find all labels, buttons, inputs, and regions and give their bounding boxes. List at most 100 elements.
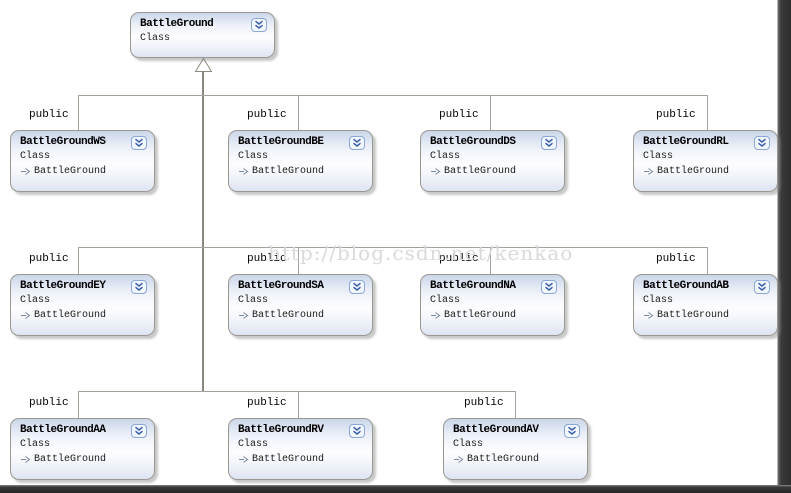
class-name: BattleGroundRL: [643, 136, 729, 148]
class-kind: Class: [238, 151, 269, 162]
class-kind: Class: [430, 151, 461, 162]
class-name: BattleGroundSA: [238, 280, 324, 292]
access-label: public: [656, 109, 696, 121]
base-type-arrow-icon: [239, 456, 249, 463]
base-type-arrow-icon: [239, 312, 249, 319]
collapse-chevron-icon[interactable]: [349, 424, 365, 438]
class-kind: Class: [643, 295, 674, 306]
access-label: public: [29, 397, 69, 409]
class-box-battlegroundbe[interactable]: BattleGroundBE Class BattleGround: [228, 130, 373, 192]
connector-drop: [515, 391, 516, 418]
collapse-chevron-icon[interactable]: [131, 136, 147, 150]
base-type-arrow-icon: [644, 168, 654, 175]
class-box-battlegroundav[interactable]: BattleGroundAV Class BattleGround: [443, 418, 588, 480]
class-name: BattleGroundRV: [238, 424, 324, 436]
base-type-arrow-icon: [454, 456, 464, 463]
connector-drop: [298, 391, 299, 418]
access-label: public: [29, 109, 69, 121]
base-type-label: BattleGround: [444, 310, 517, 321]
class-box-battlegroundab[interactable]: BattleGroundAB Class BattleGround: [633, 274, 778, 336]
base-type-label: BattleGround: [467, 454, 540, 465]
class-kind: Class: [140, 33, 171, 44]
class-kind: Class: [238, 295, 269, 306]
connector-row3: [78, 391, 515, 392]
connector-drop: [78, 247, 79, 274]
class-name: BattleGroundBE: [238, 136, 324, 148]
inheritance-triangle-icon: [195, 58, 212, 72]
class-name: BattleGroundAV: [453, 424, 539, 436]
base-type-arrow-icon: [21, 168, 31, 175]
connector-drop: [78, 95, 79, 130]
class-kind: Class: [238, 439, 269, 450]
connector-drop: [707, 95, 708, 130]
collapse-chevron-icon[interactable]: [754, 280, 770, 294]
access-label: public: [29, 253, 69, 265]
base-type-label: BattleGround: [34, 310, 107, 321]
base-type-label: BattleGround: [444, 166, 517, 177]
access-label: public: [439, 109, 479, 121]
base-type-label: BattleGround: [252, 166, 325, 177]
class-name: BattleGroundAA: [20, 424, 106, 436]
base-type-label: BattleGround: [34, 454, 107, 465]
access-label: public: [464, 397, 504, 409]
class-box-battlegroundaa[interactable]: BattleGroundAA Class BattleGround: [10, 418, 155, 480]
base-type-arrow-icon: [644, 312, 654, 319]
class-name: BattleGroundAB: [643, 280, 729, 292]
class-box-battleground[interactable]: BattleGround Class: [130, 12, 275, 58]
collapse-chevron-icon[interactable]: [349, 136, 365, 150]
base-type-arrow-icon: [431, 168, 441, 175]
class-name: BattleGroundNA: [430, 280, 516, 292]
collapse-chevron-icon[interactable]: [564, 424, 580, 438]
class-name: BattleGround: [140, 18, 214, 30]
class-box-battlegroundsa[interactable]: BattleGroundSA Class BattleGround: [228, 274, 373, 336]
window-right-border: [777, 0, 791, 493]
base-type-label: BattleGround: [34, 166, 107, 177]
collapse-chevron-icon[interactable]: [131, 424, 147, 438]
base-type-arrow-icon: [21, 456, 31, 463]
base-type-arrow-icon: [431, 312, 441, 319]
class-box-battlegroundrv[interactable]: BattleGroundRV Class BattleGround: [228, 418, 373, 480]
class-box-battlegroundna[interactable]: BattleGroundNA Class BattleGround: [420, 274, 565, 336]
class-kind: Class: [20, 295, 51, 306]
class-box-battlegroundws[interactable]: BattleGroundWS Class BattleGround: [10, 130, 155, 192]
base-type-arrow-icon: [239, 168, 249, 175]
connector-drop: [707, 247, 708, 274]
access-label: public: [439, 253, 479, 265]
collapse-chevron-icon[interactable]: [131, 280, 147, 294]
class-box-battlegroundey[interactable]: BattleGroundEY Class BattleGround: [10, 274, 155, 336]
collapse-chevron-icon[interactable]: [541, 280, 557, 294]
window-bottom-border: [0, 485, 791, 493]
access-label: public: [656, 253, 696, 265]
connector-row2: [78, 247, 708, 248]
access-label: public: [247, 397, 287, 409]
class-kind: Class: [20, 151, 51, 162]
connector-drop: [78, 391, 79, 418]
class-name: BattleGroundDS: [430, 136, 516, 148]
inheritance-trunk-line: [202, 71, 204, 391]
collapse-chevron-icon[interactable]: [541, 136, 557, 150]
class-kind: Class: [430, 295, 461, 306]
class-box-battlegroundds[interactable]: BattleGroundDS Class BattleGround: [420, 130, 565, 192]
base-type-label: BattleGround: [252, 454, 325, 465]
connector-drop: [298, 247, 299, 274]
class-kind: Class: [453, 439, 484, 450]
collapse-chevron-icon[interactable]: [754, 136, 770, 150]
watermark-text: http://blog.csdn.net/kenkao: [268, 241, 574, 265]
connector-drop: [490, 95, 491, 130]
class-kind: Class: [643, 151, 674, 162]
class-box-battlegroundrl[interactable]: BattleGroundRL Class BattleGround: [633, 130, 778, 192]
collapse-chevron-icon[interactable]: [349, 280, 365, 294]
base-type-label: BattleGround: [657, 310, 730, 321]
connector-drop: [298, 95, 299, 130]
class-kind: Class: [20, 439, 51, 450]
collapse-chevron-icon[interactable]: [251, 18, 267, 32]
class-name: BattleGroundWS: [20, 136, 106, 148]
class-name: BattleGroundEY: [20, 280, 106, 292]
access-label: public: [247, 253, 287, 265]
base-type-label: BattleGround: [252, 310, 325, 321]
base-type-label: BattleGround: [657, 166, 730, 177]
connector-drop: [490, 247, 491, 274]
base-type-arrow-icon: [21, 312, 31, 319]
connector-row1: [78, 95, 708, 96]
